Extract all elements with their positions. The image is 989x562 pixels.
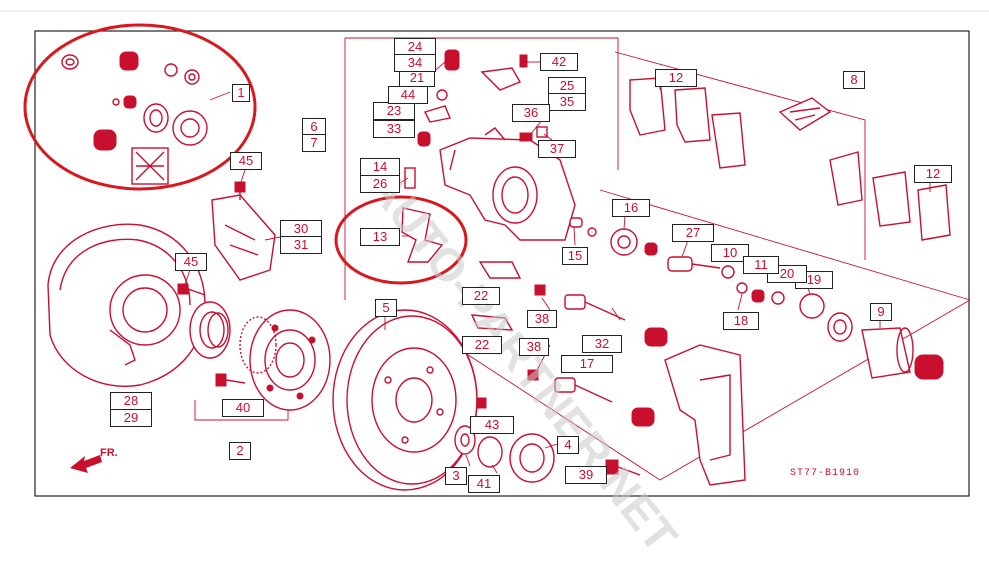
callout-23[interactable]: 23	[373, 102, 415, 120]
pad-spring-clip	[401, 207, 444, 263]
highlight-circle-item-13	[334, 195, 468, 285]
brake-pads	[629, 77, 951, 241]
page-frame	[34, 30, 970, 497]
callout-22-upper[interactable]: 22	[462, 287, 500, 305]
callout-14[interactable]: 14	[360, 158, 400, 176]
parts-diagram: .p{fill:none;stroke:#c8102e;stroke-width…	[0, 10, 989, 562]
callout-16[interactable]: 16	[612, 199, 650, 217]
bolt-45-lower	[177, 283, 206, 296]
bolt-45-upper	[234, 181, 246, 200]
pad-group-lower-bracket	[599, 189, 971, 301]
callout-10[interactable]: 10	[711, 244, 749, 262]
callout-8[interactable]: 8	[843, 71, 865, 89]
caliper-shield	[211, 194, 276, 281]
callout-13[interactable]: 13	[360, 228, 400, 246]
callout-12-right[interactable]: 12	[914, 165, 952, 183]
callout-39[interactable]: 39	[565, 466, 607, 484]
callout-12-top[interactable]: 12	[655, 69, 697, 87]
highlight-circle-seal-kit	[23, 23, 257, 191]
wheel-hub	[239, 309, 331, 411]
callout-28[interactable]: 28	[110, 392, 152, 410]
caliper-bracket	[664, 344, 746, 486]
seal-kit-parts	[61, 51, 208, 185]
callout-32[interactable]: 32	[582, 335, 622, 353]
callout-4[interactable]: 4	[557, 436, 579, 454]
front-direction-label: FR.	[100, 447, 118, 459]
diagram-code: ST77-B1910	[790, 468, 861, 479]
callout-34[interactable]: 34	[394, 54, 436, 72]
callout-42[interactable]: 42	[540, 53, 578, 71]
callout-17[interactable]: 17	[561, 355, 613, 373]
callout-7[interactable]: 7	[302, 134, 326, 152]
hub-bearing	[189, 301, 231, 359]
callout-36[interactable]: 36	[512, 104, 550, 122]
callout-11[interactable]: 11	[743, 256, 779, 274]
callout-30[interactable]: 30	[280, 220, 322, 238]
callout-40[interactable]: 40	[222, 399, 264, 417]
callout-38-lower[interactable]: 38	[519, 338, 549, 356]
callout-37[interactable]: 37	[538, 140, 576, 158]
front-direction-arrow	[70, 455, 102, 473]
guide-pins	[527, 284, 626, 403]
callout-33[interactable]: 33	[373, 120, 415, 138]
callout-44[interactable]: 44	[388, 86, 428, 104]
anti-squeal-shim	[778, 97, 832, 131]
bleeder-parts	[404, 49, 548, 189]
pad-shims	[470, 261, 522, 331]
callout-5[interactable]: 5	[375, 299, 397, 317]
pin-boots	[569, 217, 668, 427]
callout-35[interactable]: 35	[548, 93, 586, 111]
callout-26[interactable]: 26	[360, 175, 400, 193]
callout-22-lower[interactable]: 22	[462, 336, 502, 354]
callout-31[interactable]: 31	[280, 236, 322, 254]
brake-disc	[332, 309, 478, 491]
caliper-group-bracket	[345, 37, 619, 170]
pad-group-bracket	[614, 51, 866, 260]
callout-45-upper[interactable]: 45	[230, 152, 262, 170]
callout-15[interactable]: 15	[562, 247, 588, 265]
callout-27[interactable]: 27	[672, 224, 714, 242]
splash-shield	[47, 223, 206, 387]
callout-43[interactable]: 43	[470, 416, 514, 434]
callout-45-lower[interactable]: 45	[175, 253, 207, 271]
piston-parts	[610, 228, 853, 342]
callout-1[interactable]: 1	[232, 84, 250, 102]
callout-41[interactable]: 41	[468, 475, 500, 493]
callout-9[interactable]: 9	[870, 303, 892, 321]
brake-assembly-drawing: .p{fill:none;stroke:#c8102e;stroke-width…	[0, 10, 989, 497]
piston	[861, 327, 944, 380]
callout-38-upper[interactable]: 38	[527, 310, 557, 328]
callout-29[interactable]: 29	[110, 409, 152, 427]
hub-bolt-40	[215, 373, 246, 387]
callout-25[interactable]: 25	[548, 77, 586, 95]
callout-3[interactable]: 3	[445, 467, 467, 485]
bottom-group-bracket	[429, 299, 971, 481]
callout-2[interactable]: 2	[229, 442, 251, 460]
callout-18[interactable]: 18	[723, 312, 759, 330]
